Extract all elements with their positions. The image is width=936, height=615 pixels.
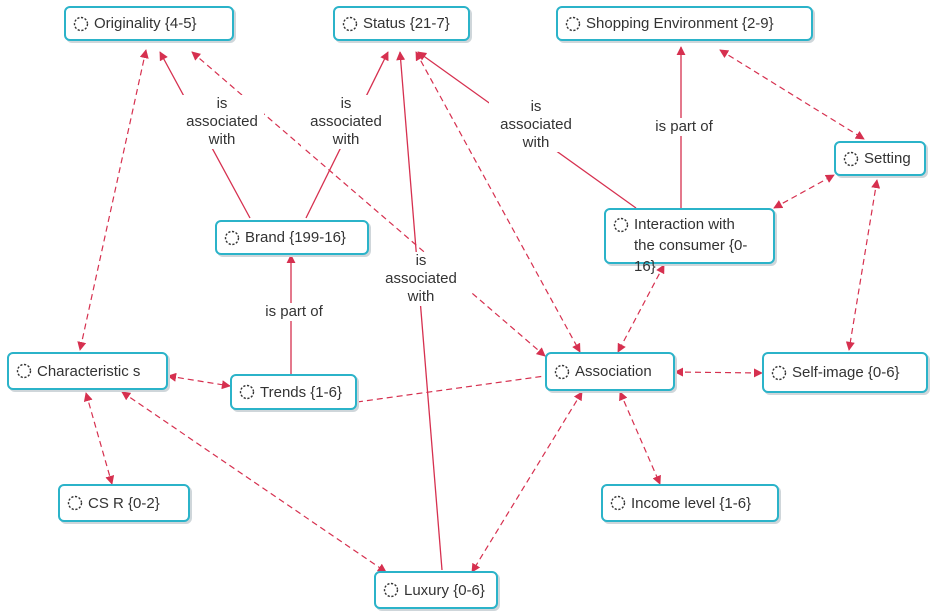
edge-interaction-association — [617, 264, 665, 353]
node-label: Income level {1-6} — [631, 494, 752, 512]
edge-status-association — [415, 51, 581, 353]
node-label: Setting — [864, 150, 911, 167]
concept-node-icon — [239, 384, 255, 400]
node-label: Interaction with the consumer {0-16} — [634, 216, 748, 275]
node-income-level[interactable]: Income level {1-6} — [601, 484, 779, 522]
node-csr[interactable]: CS R {0-2} — [58, 484, 190, 522]
node-setting[interactable]: Setting — [834, 141, 926, 176]
node-label: Status {21-7} — [363, 15, 450, 32]
node-label: Characteristic s — [37, 362, 141, 380]
node-label: Shopping Environment {2-9} — [586, 15, 774, 32]
node-brand[interactable]: Brand {199-16} — [215, 220, 369, 255]
edge-characteristics-csr — [83, 392, 115, 485]
edge-label-status-interaction: is associated with — [489, 98, 583, 152]
node-label: Luxury {0-6} — [404, 581, 485, 599]
edge-association-income — [619, 391, 661, 485]
node-luxury[interactable]: Luxury {0-6} — [374, 571, 498, 609]
concept-node-icon — [843, 151, 859, 166]
edge-characteristics-luxury — [121, 391, 387, 573]
node-self-image[interactable]: Self-image {0-6} — [762, 352, 928, 393]
edge-label-status-luxury: is associated with — [370, 252, 472, 306]
concept-node-icon — [771, 365, 787, 380]
concept-node-icon — [224, 230, 240, 245]
concept-node-icon — [565, 16, 581, 31]
edge-originality-association — [191, 51, 546, 357]
node-originality[interactable]: Originality {4-5} — [64, 6, 234, 41]
node-shopping-environment[interactable]: Shopping Environment {2-9} — [556, 6, 813, 41]
edge-association-luxury — [471, 391, 583, 573]
concept-node-icon — [610, 495, 626, 511]
edge-label-status-brand: is associated with — [301, 95, 391, 149]
node-label: Originality {4-5} — [94, 15, 197, 32]
concept-node-icon — [613, 217, 629, 233]
concept-node-icon — [73, 16, 89, 31]
node-label: CS R {0-2} — [88, 494, 160, 512]
edge-luxury-status — [396, 51, 443, 571]
node-label: Trends {1-6} — [260, 383, 342, 401]
concept-node-icon — [554, 364, 570, 379]
node-label: Brand {199-16} — [245, 229, 346, 246]
edge-label-shopping-interaction: is part of — [641, 118, 727, 136]
edge-label-originality-brand: is associated with — [180, 95, 264, 149]
node-trends[interactable]: Trends {1-6} — [230, 374, 357, 410]
edge-association-selfimage — [674, 367, 763, 378]
node-status[interactable]: Status {21-7} — [333, 6, 470, 41]
concept-node-icon — [342, 16, 358, 31]
concept-node-icon — [383, 582, 399, 598]
edge-interaction-setting — [773, 174, 835, 209]
node-association[interactable]: Association — [545, 352, 675, 391]
edge-shopping-setting — [719, 49, 865, 140]
concept-node-icon — [16, 363, 32, 379]
node-label: Self-image {0-6} — [792, 364, 900, 381]
concept-node-icon — [67, 495, 83, 511]
edge-setting-selfimage — [845, 179, 881, 351]
node-label: Association — [575, 363, 652, 380]
node-interaction[interactable]: Interaction with the consumer {0-16} — [604, 208, 775, 275]
edge-originality-characteristics — [77, 49, 149, 351]
edge-trends-association — [356, 375, 546, 403]
edge-label-brand-trends: is part of — [254, 303, 334, 321]
node-characteristics[interactable]: Characteristic s — [7, 352, 168, 390]
edge-characteristics-trends — [167, 372, 231, 390]
